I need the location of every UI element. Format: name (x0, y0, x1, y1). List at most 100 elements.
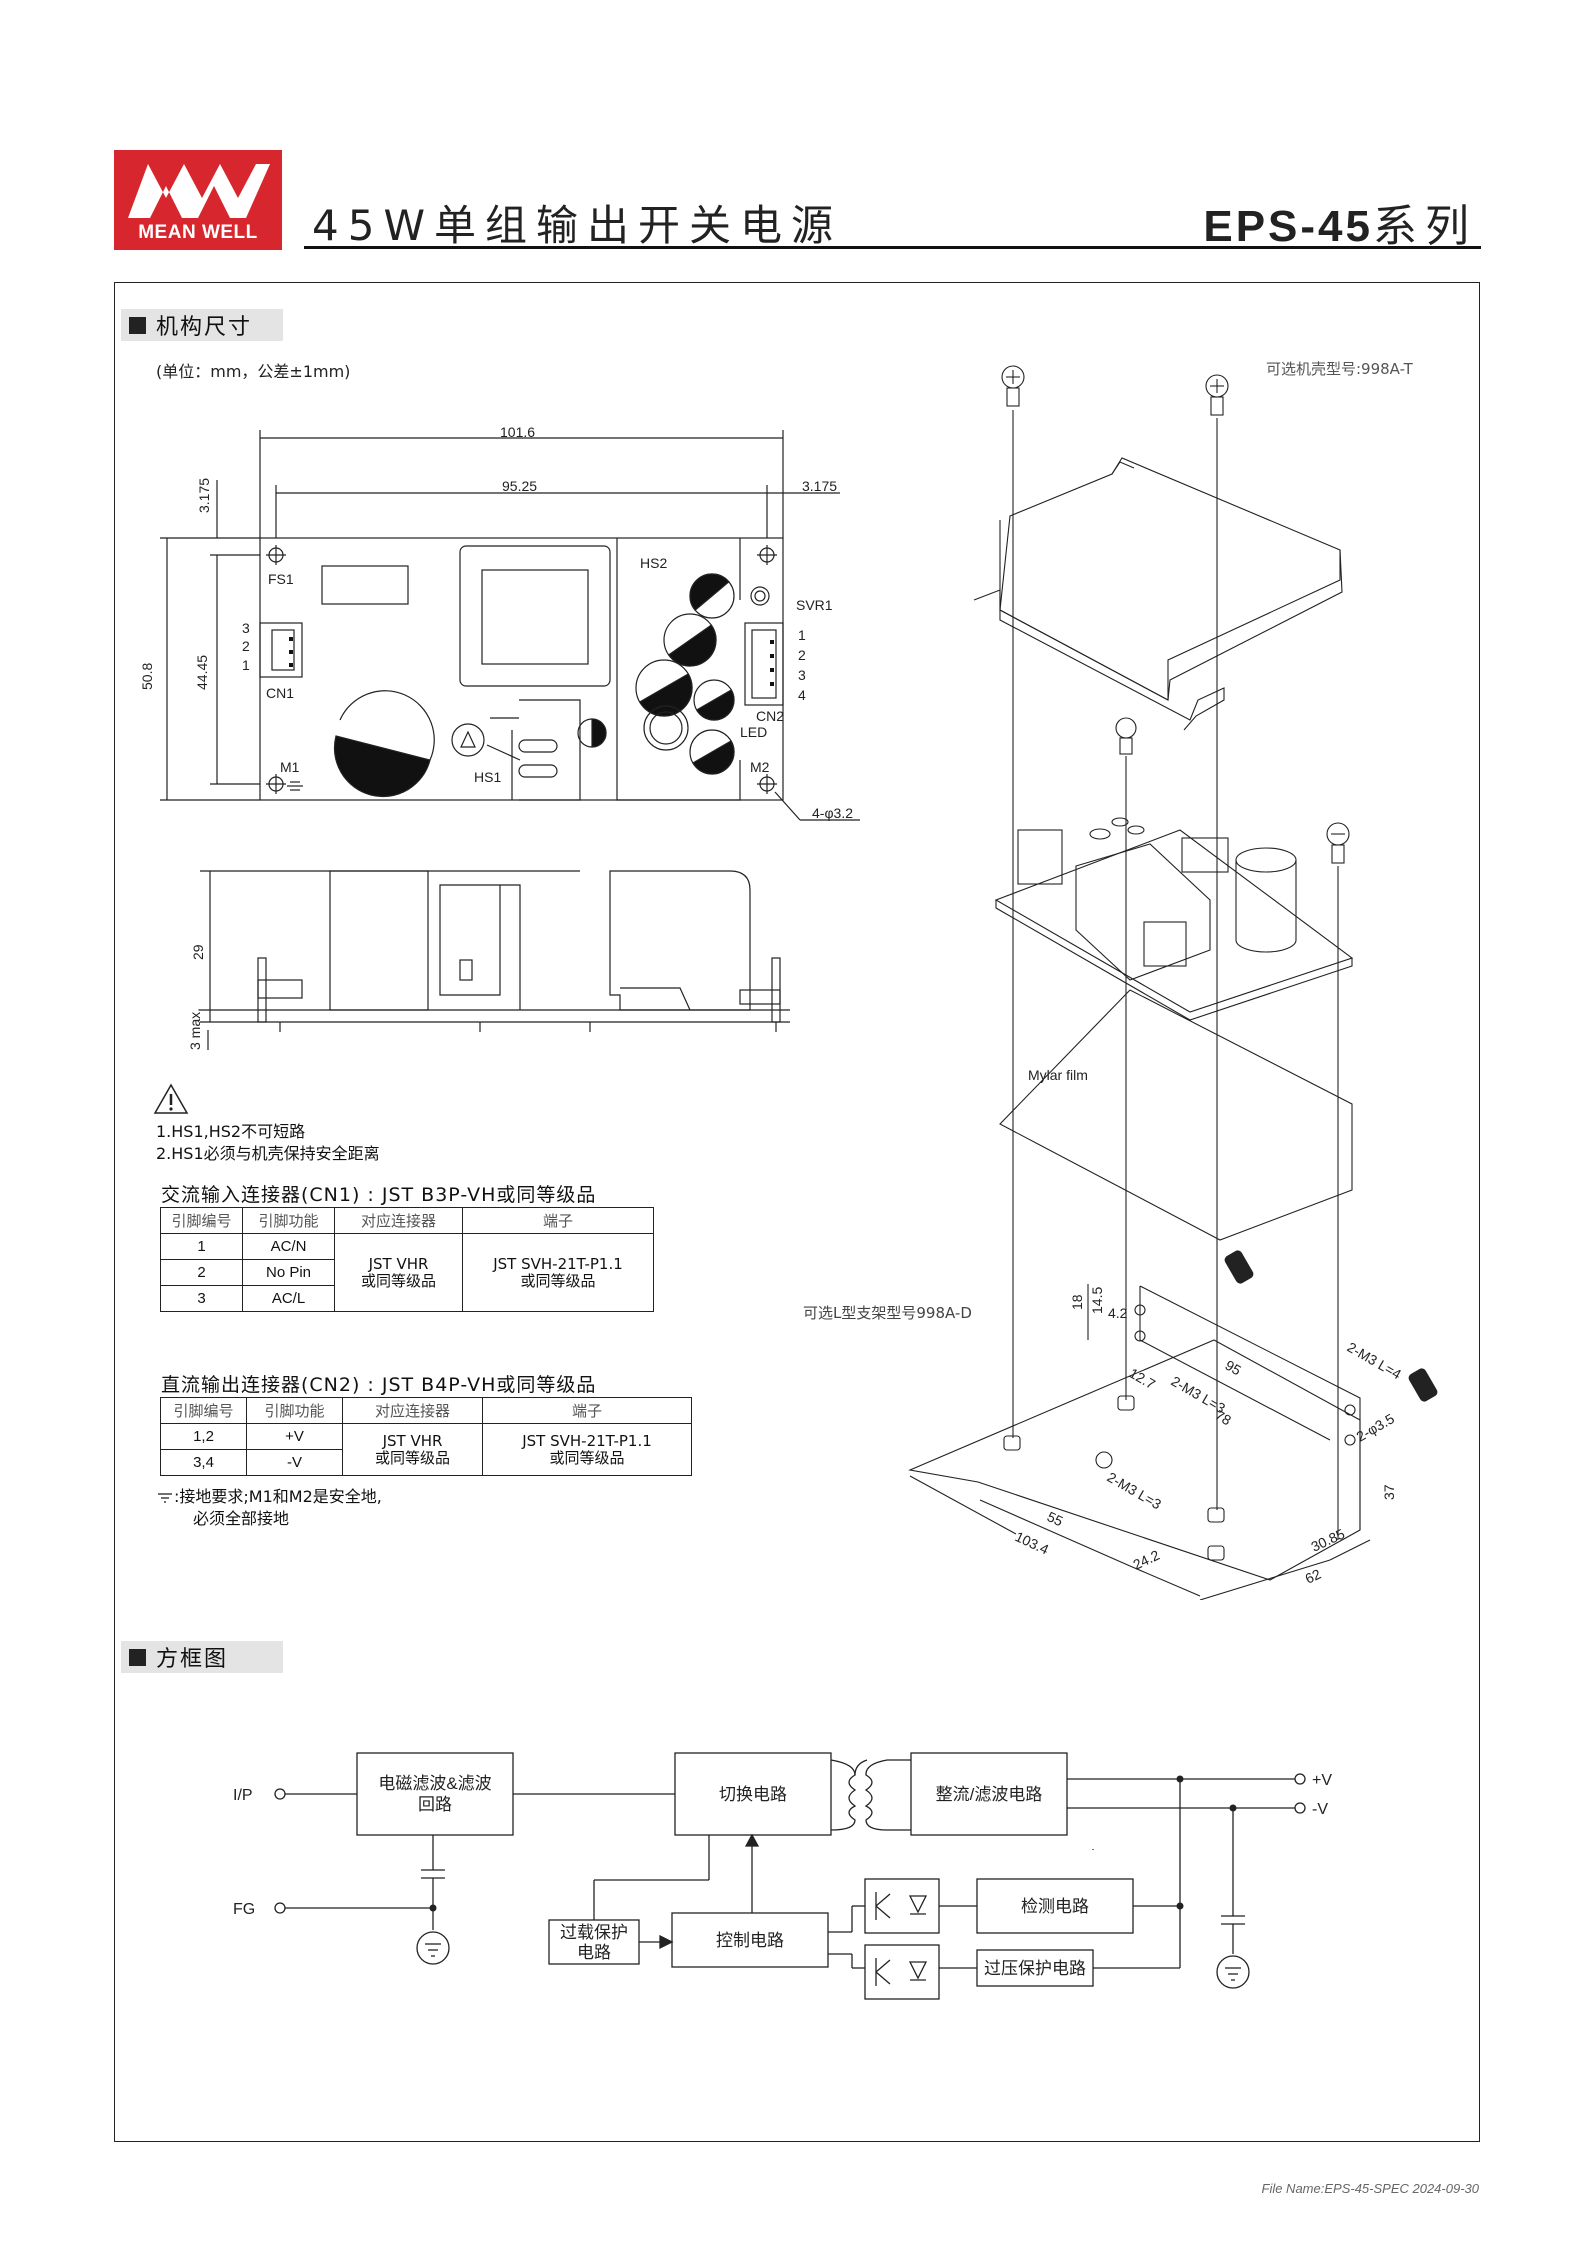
pin-number: 3 (160, 1285, 243, 1312)
bullet-square-icon (129, 316, 146, 334)
dim-101-6: 101.6 (500, 424, 535, 440)
svg-text:CN2: CN2 (756, 708, 784, 724)
warning-line-1: 1.HS1,HS2不可短路 (156, 1122, 306, 1141)
logo-text: MEAN WELL (138, 222, 258, 243)
cn1-caption: 交流输入连接器(CN1) : JST B3P-VH或同等级品 (161, 1184, 597, 1206)
svg-text:M1: M1 (280, 759, 300, 775)
rectifier-box (910, 1752, 1068, 1836)
dim-29: 29 (190, 944, 206, 960)
screw-2 (1205, 374, 1229, 416)
svg-text:FS1: FS1 (268, 571, 294, 587)
screw-1 (1001, 365, 1025, 407)
label-fg: FG (233, 1901, 255, 1918)
bullet-square-icon (129, 1648, 146, 1666)
pin-function: AC/N (242, 1233, 335, 1260)
svg-text:14.5: 14.5 (1089, 1287, 1105, 1314)
table-row: 3 AC/L (160, 1285, 654, 1312)
file-name-footer: File Name:EPS-45-SPEC 2024-09-30 (1261, 2181, 1480, 2196)
table-header: 引脚功能 (242, 1207, 335, 1234)
optional-bracket-note: 可选L型支架型号998A-D (803, 1304, 972, 1322)
pin-function: AC/L (242, 1285, 335, 1312)
mw-logo-mark (128, 164, 270, 218)
svg-text:2: 2 (798, 647, 806, 663)
table-header: 引脚编号 (160, 1397, 247, 1424)
mating-line-1: JST VHR (368, 1254, 429, 1273)
table-header: 对应连接器 (342, 1397, 483, 1424)
document-title: 45W单组输出开关电源 (312, 201, 842, 250)
svg-text:1: 1 (242, 657, 250, 673)
ground-symbol-icon (158, 1493, 172, 1503)
dim-3-175-left: 3.175 (196, 478, 212, 513)
svg-text:3: 3 (798, 667, 806, 683)
table-header: 端子 (482, 1397, 692, 1424)
overload-label-2: 电路 (577, 1943, 611, 1962)
emi-box (356, 1752, 514, 1836)
emi-label-2: 回路 (418, 1795, 452, 1814)
optional-case-note: 可选机壳型号:998A-T (1266, 360, 1413, 378)
section-title: 方框图 (156, 1647, 229, 1672)
optocoupler-2 (864, 1944, 940, 2000)
pin-function: -V (246, 1449, 343, 1476)
warning-triangle-icon (153, 1083, 189, 1114)
top-view-drawing: 101.6 95.25 3.175 3.175 50.8 44.45 4-φ3.… (139, 424, 860, 821)
pin-function: No Pin (242, 1259, 335, 1286)
label-plus-v: +V (1312, 1772, 1332, 1789)
ground-note-line-2: 必须全部接地 (193, 1509, 290, 1528)
svg-text:SVR1: SVR1 (796, 597, 833, 613)
rectifier-label: 整流/滤波电路 (936, 1785, 1043, 1804)
pin-number: 2 (160, 1259, 243, 1286)
svg-text:37: 37 (1381, 1484, 1397, 1500)
mating-line-2: 或同等级品 (374, 1448, 450, 1467)
section-heading-mechanical: 机构尺寸 (121, 309, 283, 341)
svg-text:18: 18 (1069, 1294, 1085, 1310)
svg-text:HS1: HS1 (474, 769, 501, 785)
pin-number: 1 (160, 1233, 243, 1260)
terminal-line-1: JST SVH-21T-P1.1 (522, 1431, 652, 1450)
mean-well-logo: MEAN WELL (114, 150, 282, 250)
terminal-line-1: JST SVH-21T-P1.1 (493, 1254, 623, 1273)
svg-text:62: 62 (1303, 1566, 1324, 1587)
svg-text:12.7: 12.7 (1127, 1365, 1159, 1393)
ovp-label: 过压保护电路 (984, 1959, 1086, 1978)
svg-text:30.85: 30.85 (1309, 1525, 1348, 1554)
cn2-caption: 直流输出连接器(CN2) : JST B4P-VH或同等级品 (161, 1374, 597, 1396)
mylar-label: Mylar film (1028, 1067, 1088, 1083)
svg-text:HS2: HS2 (640, 555, 667, 571)
svg-text:55: 55 (1045, 1508, 1066, 1529)
dim-3-max: 3 max. (187, 1008, 203, 1050)
control-box (671, 1912, 829, 1968)
label-minus-v: -V (1312, 1801, 1328, 1818)
control-label: 控制电路 (716, 1931, 784, 1950)
section-title: 机构尺寸 (156, 315, 253, 340)
pin-number: 1,2 (160, 1423, 247, 1450)
svg-text:M2: M2 (750, 759, 770, 775)
ground-note-text-1: 接地要求;M1和M2是安全地, (179, 1487, 382, 1506)
pin-function: +V (246, 1423, 343, 1450)
pin-marks (289, 637, 774, 686)
dim-holes: 4-φ3.2 (812, 805, 853, 821)
svg-text:24.2: 24.2 (1131, 1547, 1163, 1573)
switching-label: 切换电路 (719, 1785, 787, 1804)
label-ip: I/P (233, 1787, 253, 1804)
svg-text:CN1: CN1 (266, 685, 294, 701)
svg-text:2-M3 L=4: 2-M3 L=4 (1345, 1339, 1405, 1383)
dim-50-8: 50.8 (139, 663, 155, 690)
mating-line-1: JST VHR (382, 1431, 443, 1450)
dim-44-45: 44.45 (194, 655, 210, 690)
mating-line-2: 或同等级品 (360, 1271, 436, 1290)
warning-line-2: 2.HS1必须与机壳保持安全距离 (156, 1144, 380, 1163)
svg-text:4: 4 (798, 687, 806, 703)
screw-3 (1115, 717, 1137, 755)
dim-3-175-right: 3.175 (802, 478, 837, 494)
overload-label-1: 过载保护 (560, 1923, 628, 1942)
exploded-view-drawing: Mylar film 18 14.5 4.2 12.7 95 2-M3 L=3 … (908, 365, 1438, 1600)
terminal-line-2: 或同等级品 (549, 1448, 625, 1467)
svg-text:95: 95 (1223, 1357, 1245, 1379)
svg-text:LED: LED (740, 724, 767, 740)
table-header-row: 引脚编号 引脚功能 对应连接器 端子 (160, 1207, 654, 1234)
table-header-row: 引脚编号 引脚功能 对应连接器 端子 (160, 1397, 692, 1424)
